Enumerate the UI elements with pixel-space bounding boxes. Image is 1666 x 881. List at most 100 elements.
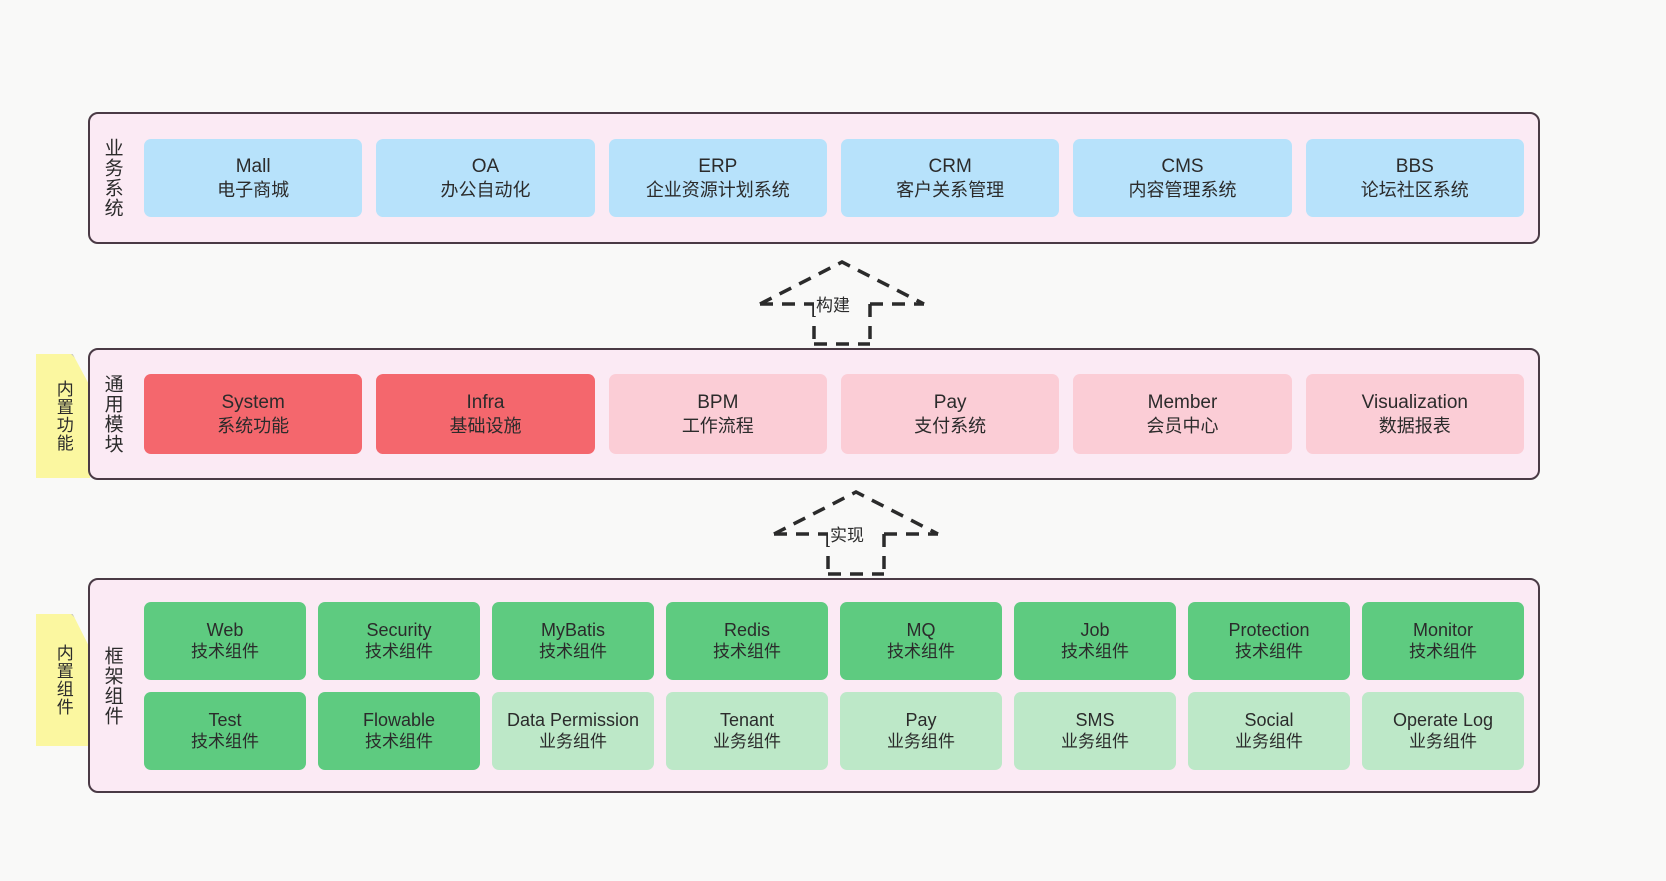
node-erp[interactable]: ERP 企业资源计划系统: [608, 139, 827, 217]
node-system-title: System: [221, 391, 285, 413]
node-bbs-subtitle: 论坛社区系统: [1360, 179, 1469, 200]
node-sms[interactable]: SMS 业务组件: [1014, 691, 1176, 770]
connector-implement-label: 实现: [828, 521, 866, 546]
node-visualization[interactable]: Visualization 数据报表: [1305, 374, 1524, 454]
node-redis-title: Redis: [723, 619, 771, 640]
node-infra-title: Infra: [466, 391, 505, 413]
node-flowable[interactable]: Flowable 技术组件: [318, 691, 480, 770]
layer-modules-label: 通用模块: [101, 374, 123, 454]
node-mq[interactable]: MQ 技术组件: [840, 601, 1002, 680]
node-web-title: Web: [206, 619, 244, 640]
node-monitor-title: Monitor: [1412, 619, 1474, 640]
node-mall-title: Mall: [235, 155, 271, 177]
node-tenant-title: Tenant: [719, 709, 775, 730]
node-bbs-title: BBS: [1395, 155, 1434, 177]
node-pay-component[interactable]: Pay 业务组件: [840, 691, 1002, 770]
node-member-subtitle: 会员中心: [1146, 415, 1219, 436]
node-security[interactable]: Security 技术组件: [318, 601, 480, 680]
node-member-title: Member: [1147, 391, 1218, 413]
node-protection-subtitle: 技术组件: [1235, 642, 1303, 662]
node-monitor[interactable]: Monitor 技术组件: [1362, 601, 1524, 680]
node-crm[interactable]: CRM 客户关系管理: [840, 139, 1060, 217]
node-social-title: Social: [1244, 709, 1294, 730]
node-test[interactable]: Test 技术组件: [144, 691, 306, 770]
node-system[interactable]: System 系统功能: [144, 374, 363, 454]
sticky-note-builtin-features-text: 内置功能: [53, 380, 73, 452]
node-test-title: Test: [208, 709, 242, 730]
node-pay-module-title: Pay: [933, 391, 967, 413]
node-data-permission-title: Data Permission: [506, 709, 640, 730]
framework-row-biz: Test 技术组件 Flowable 技术组件 Data Permission …: [144, 691, 1524, 770]
generalization-arrowhead: [759, 260, 925, 306]
node-crm-subtitle: 客户关系管理: [896, 179, 1005, 200]
layer-framework-nodes: Web 技术组件 Security 技术组件 MyBatis 技术组件 Redi…: [134, 580, 1538, 791]
sticky-note-builtin-components-text: 内置组件: [53, 644, 73, 716]
node-infra[interactable]: Infra 基础设施: [376, 374, 595, 454]
node-infra-subtitle: 基础设施: [449, 415, 522, 436]
node-cms-subtitle: 内容管理系统: [1128, 179, 1237, 200]
layer-modules-nodes: System 系统功能 Infra 基础设施 BPM 工作流程 Pay 支付系统…: [134, 350, 1538, 478]
node-sms-subtitle: 业务组件: [1061, 732, 1129, 752]
connector-build: 构建: [752, 258, 932, 346]
node-bpm[interactable]: BPM 工作流程: [608, 374, 827, 454]
node-flowable-title: Flowable: [362, 709, 436, 730]
node-mybatis-subtitle: 技术组件: [539, 642, 607, 662]
node-pay-component-title: Pay: [905, 709, 937, 730]
connector-implement: 实现: [766, 488, 946, 576]
node-mall[interactable]: Mall 电子商城: [144, 139, 363, 217]
node-erp-title: ERP: [698, 155, 738, 177]
node-mybatis[interactable]: MyBatis 技术组件: [492, 601, 654, 680]
node-tenant[interactable]: Tenant 业务组件: [666, 691, 828, 770]
layer-business-systems: 业务系统 Mall 电子商城 OA 办公自动化 ERP 企业资源计划系统 CRM…: [88, 112, 1540, 244]
layer-framework-components: 框架组件 Web 技术组件 Security 技术组件 MyBatis 技术组件…: [88, 578, 1540, 793]
node-mall-subtitle: 电子商城: [217, 179, 290, 200]
node-protection-title: Protection: [1228, 619, 1310, 640]
generalization-arrowhead: [773, 490, 939, 536]
connector-build-label: 构建: [814, 291, 852, 316]
node-member[interactable]: Member 会员中心: [1073, 374, 1292, 454]
node-bpm-subtitle: 工作流程: [681, 415, 754, 436]
node-visualization-title: Visualization: [1361, 391, 1468, 413]
node-operate-log[interactable]: Operate Log 业务组件: [1362, 691, 1524, 770]
node-data-permission[interactable]: Data Permission 业务组件: [492, 691, 654, 770]
node-data-permission-subtitle: 业务组件: [539, 732, 607, 752]
node-redis-subtitle: 技术组件: [713, 642, 781, 662]
node-web-subtitle: 技术组件: [191, 642, 259, 662]
node-mybatis-title: MyBatis: [540, 619, 605, 640]
node-job-title: Job: [1080, 619, 1110, 640]
node-operate-log-title: Operate Log: [1392, 709, 1494, 730]
layer-business-label: 业务系统: [101, 138, 123, 218]
node-cms-title: CMS: [1161, 155, 1204, 177]
node-monitor-subtitle: 技术组件: [1409, 642, 1477, 662]
framework-row-tech: Web 技术组件 Security 技术组件 MyBatis 技术组件 Redi…: [144, 601, 1524, 680]
node-security-title: Security: [366, 619, 432, 640]
node-cms[interactable]: CMS 内容管理系统: [1073, 139, 1292, 217]
node-redis[interactable]: Redis 技术组件: [666, 601, 828, 680]
node-social[interactable]: Social 业务组件: [1188, 691, 1350, 770]
node-oa[interactable]: OA 办公自动化: [376, 139, 595, 217]
node-crm-title: CRM: [928, 155, 972, 177]
node-pay-component-subtitle: 业务组件: [887, 732, 955, 752]
node-job-subtitle: 技术组件: [1061, 642, 1129, 662]
node-pay-module-subtitle: 支付系统: [914, 415, 987, 436]
node-oa-title: OA: [471, 155, 500, 177]
node-social-subtitle: 业务组件: [1235, 732, 1303, 752]
node-flowable-subtitle: 技术组件: [365, 732, 433, 752]
node-oa-subtitle: 办公自动化: [440, 179, 531, 200]
node-job[interactable]: Job 技术组件: [1014, 601, 1176, 680]
layer-business-nodes: Mall 电子商城 OA 办公自动化 ERP 企业资源计划系统 CRM 客户关系…: [134, 114, 1538, 242]
node-bpm-title: BPM: [697, 391, 739, 413]
node-visualization-subtitle: 数据报表: [1378, 415, 1451, 436]
node-erp-subtitle: 企业资源计划系统: [645, 179, 790, 200]
node-mq-title: MQ: [906, 619, 936, 640]
node-mq-subtitle: 技术组件: [887, 642, 955, 662]
node-bbs[interactable]: BBS 论坛社区系统: [1305, 139, 1524, 217]
node-protection[interactable]: Protection 技术组件: [1188, 601, 1350, 680]
node-security-subtitle: 技术组件: [365, 642, 433, 662]
sticky-note-builtin-components: 内置组件: [36, 614, 90, 746]
layer-common-modules: 通用模块 System 系统功能 Infra 基础设施 BPM 工作流程 Pay…: [88, 348, 1540, 480]
node-sms-title: SMS: [1075, 709, 1115, 730]
node-pay-module[interactable]: Pay 支付系统: [840, 374, 1060, 454]
node-web[interactable]: Web 技术组件: [144, 601, 306, 680]
